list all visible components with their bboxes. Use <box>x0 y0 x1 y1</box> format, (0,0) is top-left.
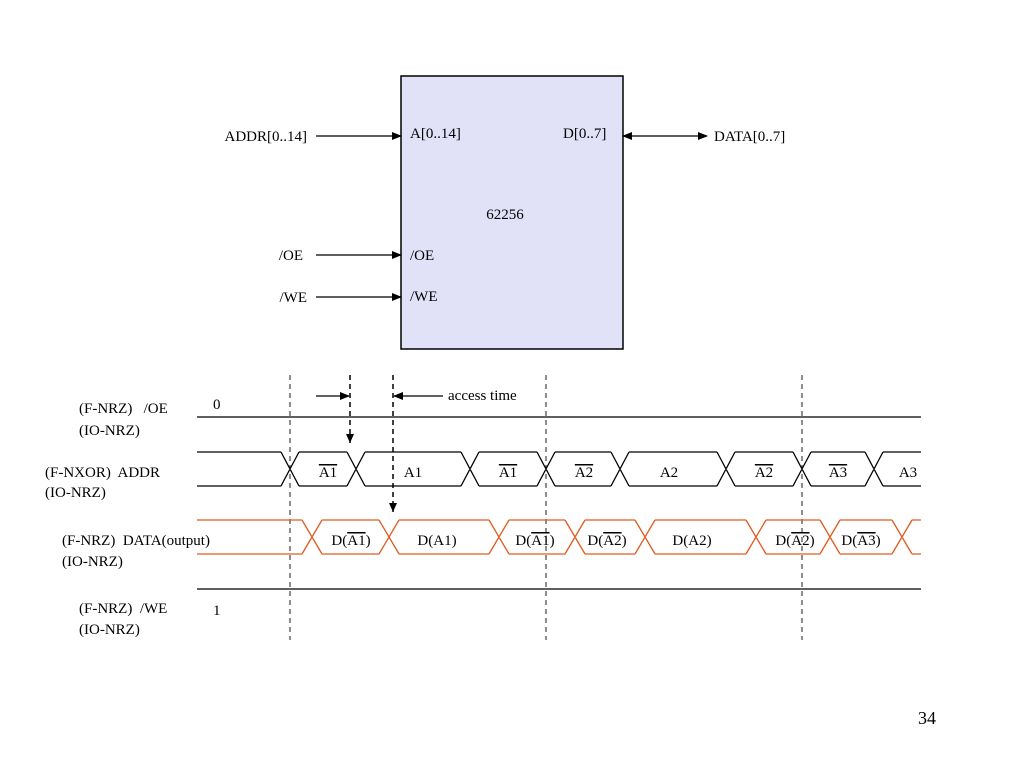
signal-label-addr: ADDR[0..14] <box>225 129 308 145</box>
access-time-label: access time <box>448 388 517 404</box>
row-label-addr: (F-NXOR) ADDR <box>45 465 160 481</box>
row-label-data: (F-NRZ) DATA(output) <box>62 533 210 549</box>
oe-level-value: 0 <box>213 397 221 413</box>
data-segment-label: D(A2) <box>775 533 814 549</box>
data-bus-waveform <box>197 519 921 555</box>
addr-segment-label: A3 <box>899 465 917 481</box>
data-segment-label: D(A3) <box>841 533 880 549</box>
access-time-arrowhead <box>389 503 397 512</box>
timing-diagram: access time (F-NRZ) /OE (IO-NRZ) (F-NXOR… <box>45 375 921 640</box>
data-segment-label: D(A2) <box>587 533 626 549</box>
data-segment-label: D(A1) <box>417 533 456 549</box>
addr-segment-label: A2 <box>755 465 773 481</box>
data-segment-label: D(A1) <box>331 533 370 549</box>
row-encoding-we: (IO-NRZ) <box>79 622 140 638</box>
addr-segment-label: A1 <box>319 465 337 481</box>
access-time-arrowhead <box>346 434 354 443</box>
addr-segment-label: A2 <box>575 465 593 481</box>
addr-segment-label: A3 <box>829 465 847 481</box>
addr-bus-waveform <box>197 451 921 487</box>
we-level-value: 1 <box>213 603 221 619</box>
data-segment-label: D(A1) <box>515 533 554 549</box>
sram-chip-box <box>400 75 624 350</box>
row-encoding-data: (IO-NRZ) <box>62 554 123 570</box>
signal-label-we: /WE <box>280 290 308 306</box>
addr-bus-labels: A1 A1 A1 A2 A2 A2 A3 A3 <box>319 465 917 481</box>
signal-label-data: DATA[0..7] <box>714 129 785 145</box>
page-number: 34 <box>918 708 936 728</box>
pin-label-addr: A[0..14] <box>410 126 461 142</box>
data-bus-trace <box>197 519 921 555</box>
sram-block-diagram: 62256 A[0..14] D[0..7] /OE /WE ADDR[0..1… <box>225 75 785 350</box>
addr-segment-label: A1 <box>499 465 517 481</box>
data-segment-label: D(A2) <box>672 533 711 549</box>
chip-name: 62256 <box>486 207 524 223</box>
row-label-we: (F-NRZ) /WE <box>79 601 167 617</box>
row-encoding-oe: (IO-NRZ) <box>79 423 140 439</box>
signal-label-oe: /OE <box>279 248 303 264</box>
addr-bus-trace <box>197 451 921 487</box>
addr-segment-label: A2 <box>660 465 678 481</box>
addr-segment-label: A1 <box>404 465 422 481</box>
pin-label-we: /WE <box>410 289 438 305</box>
pin-label-oe: /OE <box>410 248 434 264</box>
pin-label-data: D[0..7] <box>563 126 606 142</box>
row-encoding-addr: (IO-NRZ) <box>45 485 106 501</box>
row-label-oe: (F-NRZ) /OE <box>79 401 168 417</box>
data-bus-labels: D(A1) D(A1) D(A1) D(A2) D(A2) D(A2) D(A3) <box>331 533 880 549</box>
